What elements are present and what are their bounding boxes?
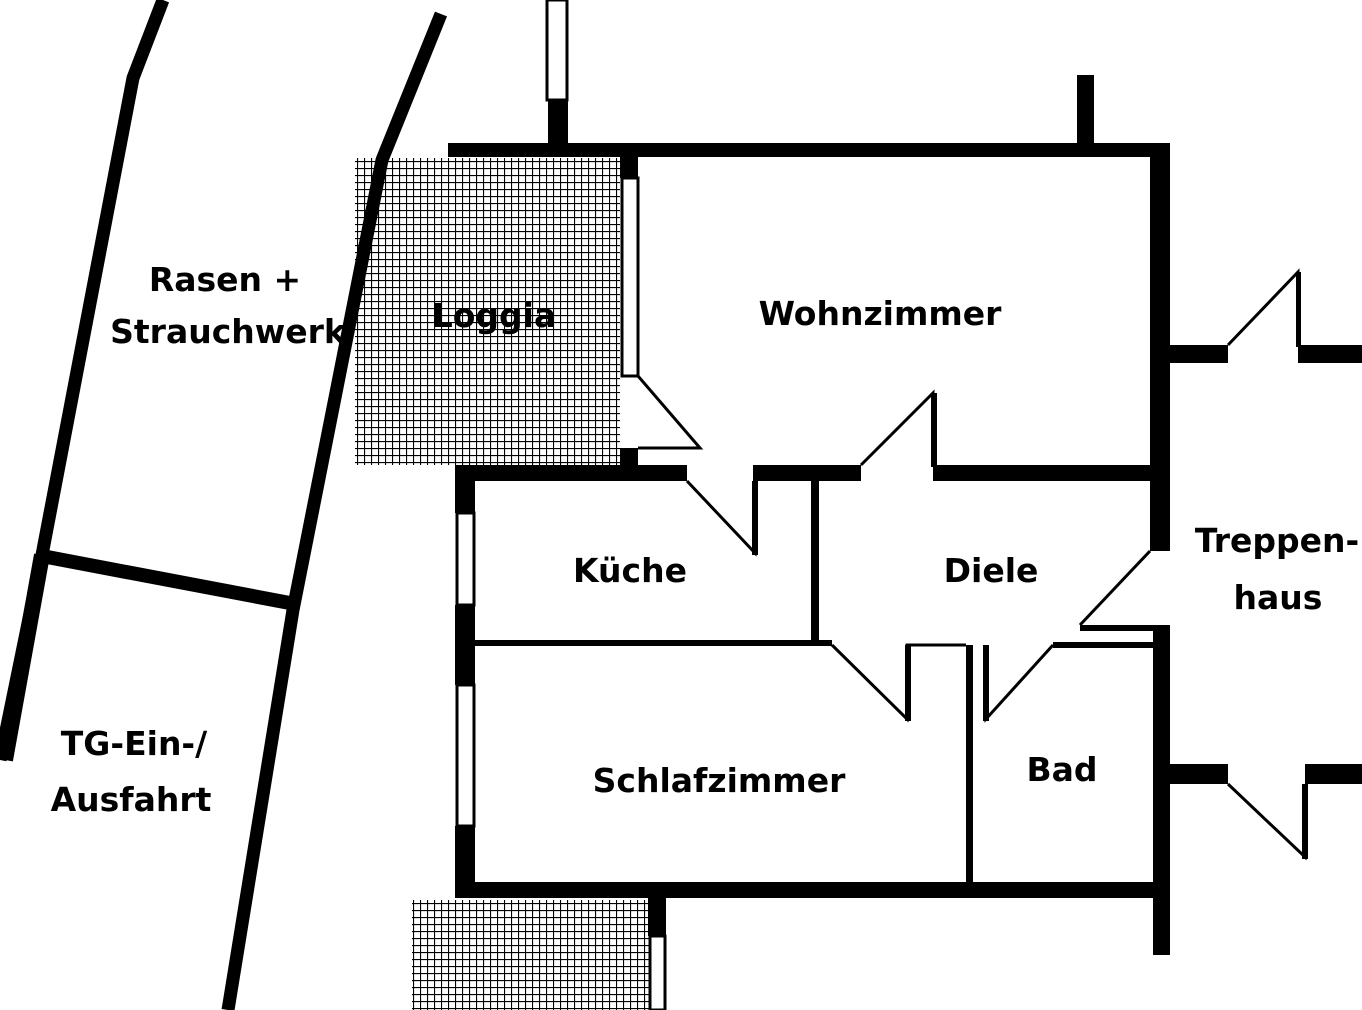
wall-pier-upper bbox=[548, 100, 568, 157]
windows bbox=[455, 0, 667, 1010]
door-bath bbox=[984, 643, 1055, 723]
label-loggia: Loggia bbox=[432, 296, 557, 335]
label-garden-line2: Strauchwerk bbox=[110, 312, 347, 351]
label-kitchen: Küche bbox=[573, 551, 687, 590]
wall-left-3 bbox=[455, 826, 475, 898]
wall-stair-lower-left bbox=[1170, 764, 1228, 784]
wall-stair-upper-right bbox=[1298, 345, 1362, 363]
wall-right-upper bbox=[1150, 143, 1170, 551]
label-garage-line2: Ausfahrt bbox=[51, 780, 212, 819]
wall-bedroom-bath bbox=[966, 645, 973, 885]
door-loggia bbox=[636, 375, 704, 450]
boundary-line-left-lower bbox=[0, 553, 50, 762]
wall-stub-top bbox=[1077, 75, 1094, 157]
label-bedroom: Schlafzimmer bbox=[593, 761, 846, 800]
door-living bbox=[859, 389, 935, 467]
window-lower-terrace bbox=[648, 934, 667, 1010]
door-kitchen bbox=[685, 479, 757, 557]
door-stair-upper bbox=[1226, 268, 1300, 347]
wall-kitchen-hall bbox=[811, 481, 819, 645]
label-hall: Diele bbox=[944, 551, 1039, 590]
wall-stair-upper-left bbox=[1170, 345, 1228, 363]
wall-left-2 bbox=[455, 605, 475, 685]
wall-pier-loggia-top bbox=[620, 143, 638, 178]
wall-bottom bbox=[455, 882, 1170, 898]
door-bedroom bbox=[830, 643, 966, 723]
walls bbox=[448, 75, 1362, 955]
wall-living-bottom-3 bbox=[933, 465, 1170, 481]
wall-pier-lower bbox=[648, 898, 666, 936]
wall-pier-loggia-bottom bbox=[620, 448, 638, 470]
label-stairwell-line1: Treppen- bbox=[1195, 521, 1359, 560]
wall-kitchen-bedroom bbox=[475, 640, 832, 646]
wall-hall-stair bbox=[1080, 625, 1160, 631]
wall-living-bottom-2 bbox=[753, 465, 861, 481]
wall-hall-bath bbox=[1053, 642, 1157, 648]
label-garden-line1: Rasen + bbox=[149, 260, 301, 299]
window-kitchen bbox=[455, 511, 476, 607]
lower-terrace-floor bbox=[412, 900, 650, 1010]
window-bedroom bbox=[455, 683, 476, 828]
wall-living-bottom-1 bbox=[455, 465, 687, 481]
wall-right-lower bbox=[1153, 625, 1170, 955]
door-stair-lower bbox=[1226, 782, 1307, 861]
window-loggia bbox=[620, 176, 640, 378]
wall-left-1 bbox=[455, 465, 475, 513]
garage-divider bbox=[40, 549, 297, 611]
wall-stair-lower-right bbox=[1305, 764, 1362, 784]
label-garage-line1: TG-Ein-/ bbox=[61, 724, 208, 763]
loggia-floor bbox=[355, 158, 620, 465]
outdoor-boundaries bbox=[0, 0, 448, 1010]
window-top-left bbox=[545, 0, 569, 102]
label-bath: Bad bbox=[1026, 750, 1097, 789]
boundary-line-right bbox=[221, 11, 448, 1010]
label-living: Wohnzimmer bbox=[759, 294, 1003, 333]
label-stairwell-line2: haus bbox=[1234, 578, 1323, 617]
door-entrance bbox=[1078, 549, 1152, 627]
door-leaves bbox=[752, 272, 1308, 859]
